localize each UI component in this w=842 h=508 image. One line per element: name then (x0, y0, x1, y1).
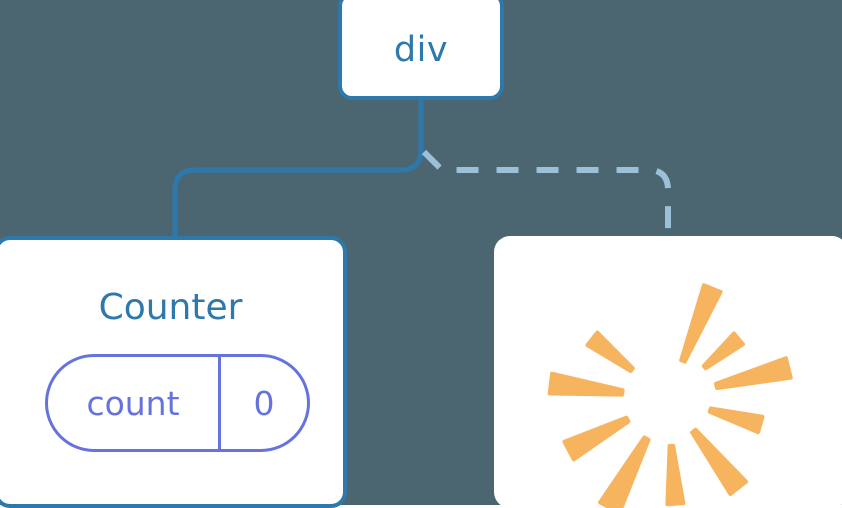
state-pill-count[interactable]: count 0 (45, 354, 310, 452)
state-pill-key: count (86, 383, 180, 423)
starburst-ray-3 (713, 356, 793, 391)
state-pill-divider (218, 357, 221, 449)
starburst-rays (547, 283, 793, 508)
starburst-ray-5 (690, 427, 749, 496)
connector-div-to-counter (172, 97, 424, 241)
starburst-ray-10 (585, 330, 635, 374)
starburst-ray-7 (598, 435, 651, 508)
node-counter-label: Counter (98, 287, 243, 328)
starburst-ray-1 (679, 283, 723, 364)
starburst-icon (547, 283, 793, 508)
state-pill-value: 0 (253, 383, 275, 423)
connector-div-to-burst (421, 149, 671, 238)
starburst-ray-8 (562, 415, 631, 462)
starburst-ray-2 (701, 331, 745, 371)
starburst-ray-6 (665, 443, 686, 507)
starburst-ray-4 (707, 406, 765, 435)
node-div-label: div (393, 29, 449, 70)
starburst-ray-9 (547, 371, 625, 397)
node-div[interactable]: div (338, 0, 504, 100)
